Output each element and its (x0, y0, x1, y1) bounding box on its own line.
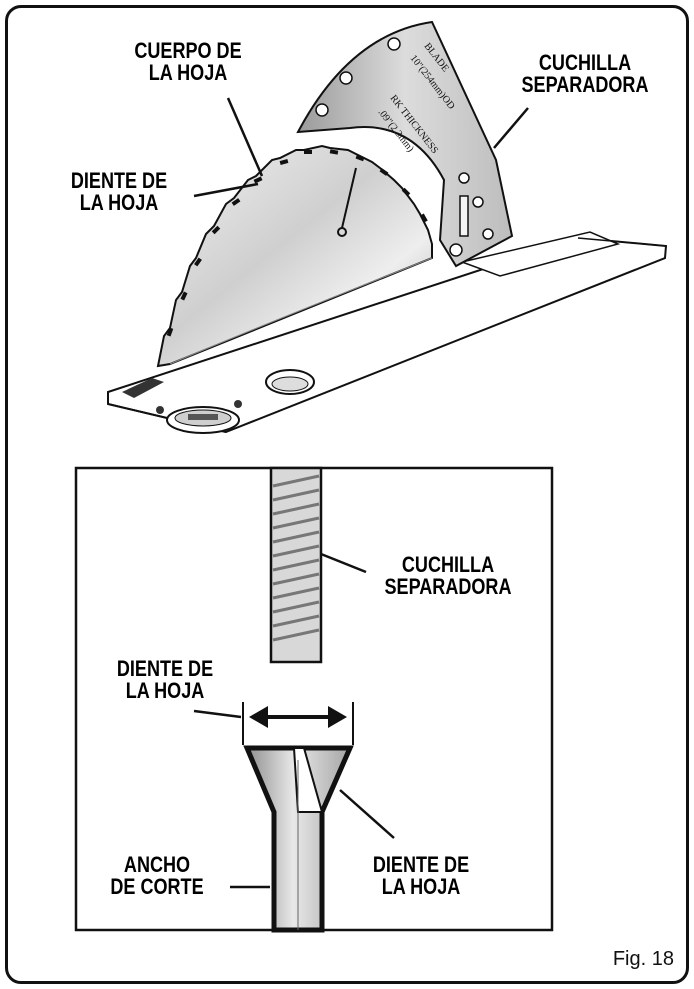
blade-section (243, 745, 354, 933)
saw-blade (156, 144, 433, 368)
top-leader-lines (193, 97, 529, 198)
throat-plate (107, 231, 668, 434)
figure-frame (5, 5, 689, 984)
detail-leader-lines (193, 552, 395, 889)
riving-knife-section (269, 466, 323, 664)
figure-caption: Fig. 18 (612, 948, 674, 970)
kerf-width-arrow (242, 702, 354, 745)
